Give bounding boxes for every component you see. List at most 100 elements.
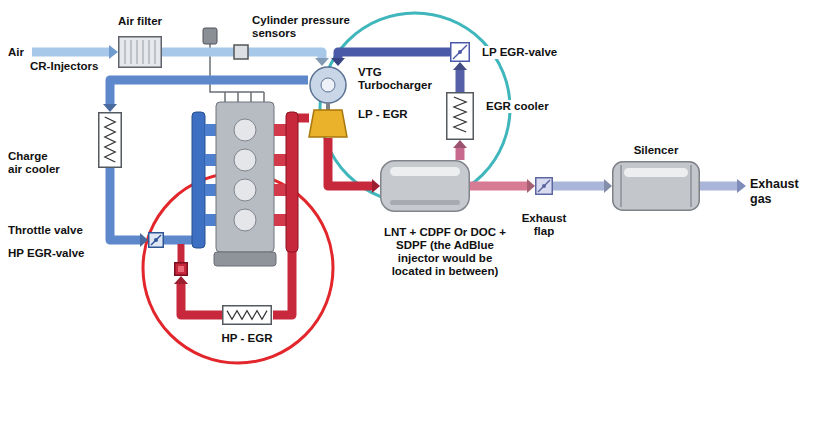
intake-manifold — [192, 112, 205, 248]
pipe-connector — [456, 70, 465, 92]
node-label: HP - EGR — [222, 332, 273, 345]
cooler-coil — [227, 311, 267, 320]
tailpipe — [700, 182, 738, 191]
lp-egr-valve: LP EGR-valve — [450, 42, 470, 62]
annotation-label: CR-Injectors — [30, 60, 98, 73]
shine — [624, 168, 688, 177]
shape-outline — [381, 161, 470, 212]
lp-egr-ring — [320, 13, 510, 203]
node-shape — [612, 161, 700, 211]
flow-arrow — [109, 45, 118, 59]
filter-pleat — [124, 40, 125, 64]
turbine-housing — [309, 110, 347, 137]
node-label: HP EGR-valve — [8, 247, 85, 260]
oil-pan — [214, 252, 276, 266]
valve-core — [178, 266, 184, 272]
charge-air-cooler: Charge air cooler — [98, 112, 122, 168]
node-shape — [118, 36, 162, 68]
node-shape — [535, 177, 553, 195]
cylinder — [234, 209, 256, 231]
engine-block — [216, 102, 274, 252]
compressor-housing — [310, 67, 346, 103]
exhaust-aftertreatment: LNT + CDPF Or DOC + SDPF (the AdBlue inj… — [380, 160, 470, 212]
cylinder — [234, 179, 256, 201]
egr-cooler: EGR cooler — [446, 92, 474, 140]
compressor-wheel — [321, 78, 335, 92]
end-cap — [690, 165, 692, 207]
valve-disc — [151, 235, 161, 245]
shape-outline — [99, 113, 122, 168]
valve-pivot — [458, 50, 462, 54]
intake-pipe — [32, 48, 110, 57]
intake-runner — [205, 124, 217, 136]
filter-pleat — [154, 40, 155, 64]
node-shape — [98, 112, 122, 168]
shape-outline — [175, 263, 188, 276]
node-shape — [450, 42, 470, 62]
cooler-coil — [105, 117, 116, 162]
turbocharger: VTG Turbocharger — [308, 66, 348, 138]
pipe-connector — [338, 52, 450, 58]
air-filter: Air filter — [118, 36, 162, 68]
node-label: Charge air cooler — [8, 150, 62, 176]
exhaust-flap: Exhaust flap — [535, 177, 553, 195]
cylinder — [234, 149, 256, 171]
shape-outline — [119, 37, 162, 68]
label-anchor: LP - EGR — [358, 108, 408, 121]
exhaust-runner — [274, 154, 286, 166]
exhaust-runner — [274, 124, 286, 136]
intake-runner — [205, 154, 217, 166]
hp-egr-valve: HP EGR-valve — [174, 262, 188, 276]
silencer: Silencer — [612, 161, 700, 211]
node-shape — [148, 232, 164, 248]
node-shape — [446, 92, 474, 140]
node-shape — [174, 262, 188, 276]
hp-egr-pipe — [178, 244, 185, 263]
exhaust-runner — [274, 214, 286, 226]
filter-pleat — [130, 40, 131, 64]
exhaust-manifold — [286, 112, 298, 252]
node-label: LP EGR-valve — [480, 46, 559, 59]
node-label: LNT + CDPF Or DOC + SDPF (the AdBlue inj… — [380, 226, 510, 278]
intake-pipe — [163, 236, 194, 245]
annotation-label: Air — [8, 46, 24, 59]
exhaust-runner — [274, 184, 286, 196]
node-label: Exhaust flap — [516, 212, 572, 238]
intake-runner — [205, 184, 217, 196]
cooler-coil — [454, 97, 466, 132]
pressure-sensor-symbol — [234, 45, 248, 59]
shape-outline — [536, 178, 553, 195]
node-label: Air filter — [118, 15, 162, 28]
node-shape — [222, 305, 272, 325]
end-cap — [620, 165, 622, 207]
pipe-connector — [456, 148, 465, 160]
cylinder — [234, 119, 256, 141]
node-label: Silencer — [634, 144, 679, 157]
injector-symbol — [203, 28, 217, 44]
pipe-connector — [181, 284, 222, 315]
shape-outline — [447, 93, 474, 140]
node-shape — [308, 66, 348, 138]
valve-pivot — [542, 184, 546, 188]
shape-outline — [451, 43, 470, 62]
valve-pivot — [154, 238, 158, 242]
pipe-connector — [470, 182, 527, 191]
pipe-connector — [553, 182, 604, 191]
shape-outline — [613, 162, 700, 211]
pipe-connector — [110, 80, 308, 104]
node-label: EGR cooler — [484, 100, 551, 113]
filter-pleat — [136, 40, 137, 64]
intake-runner — [205, 214, 217, 226]
node-label: VTG Turbocharger — [358, 66, 440, 92]
label-anchor: Exhaust gas — [750, 177, 806, 206]
label-anchor: Cylinder pressure sensors — [252, 14, 362, 40]
node-shape — [380, 160, 470, 212]
shape-outline — [223, 306, 272, 325]
label-anchor: CR-Injectors — [30, 60, 98, 73]
pipe-connector — [328, 138, 372, 186]
filter-pleat — [142, 40, 143, 64]
shape-outline — [149, 233, 164, 248]
shade — [390, 200, 460, 205]
pipe-connector — [110, 168, 140, 240]
